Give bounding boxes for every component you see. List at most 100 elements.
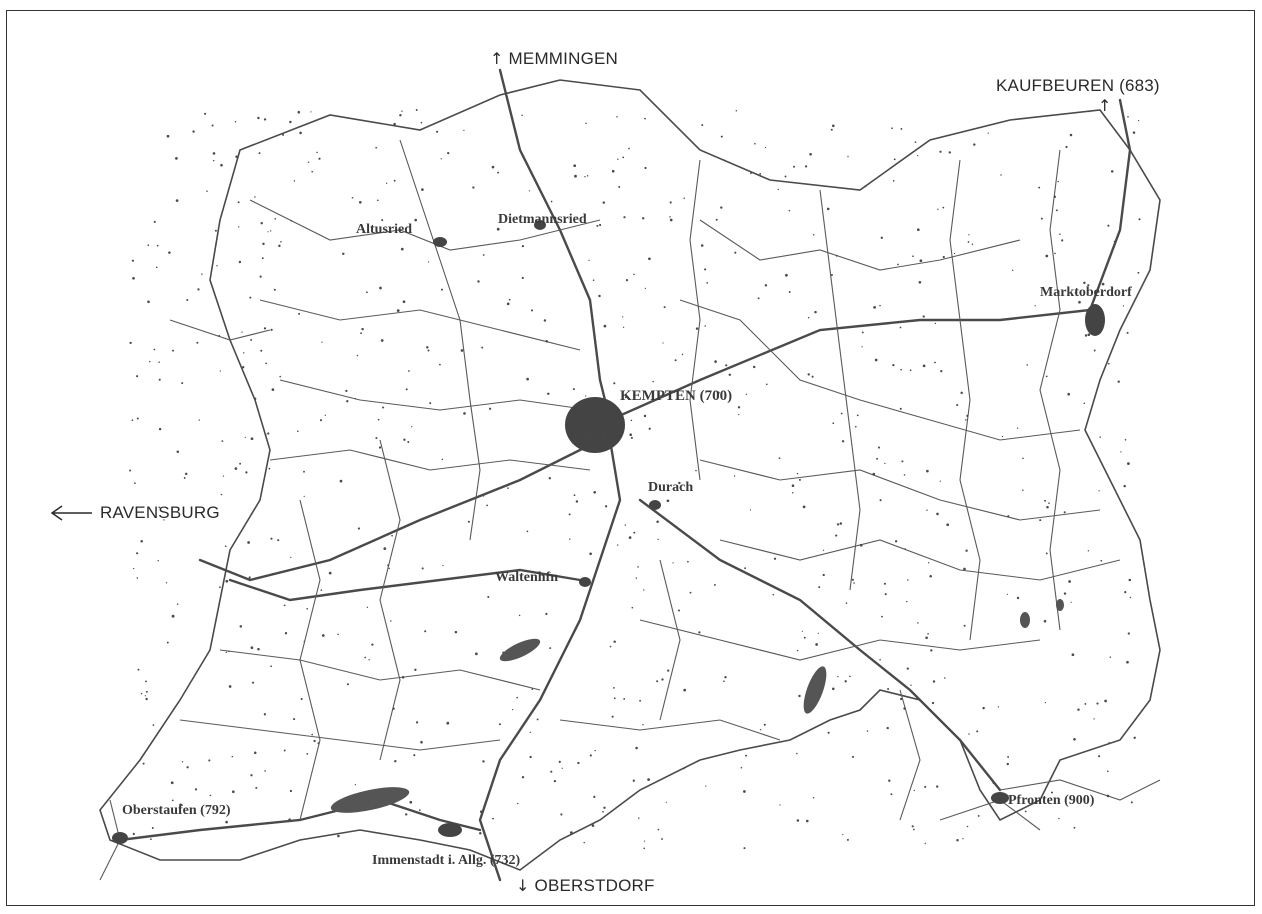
settlement-dot (656, 680, 659, 683)
settlement-dot (785, 273, 788, 277)
settlement-dot (170, 781, 174, 785)
settlement-dot (796, 752, 798, 755)
settlement-dot (735, 109, 738, 112)
settlement-dot (142, 762, 145, 765)
place-oberstaufen: Oberstaufen (792) (122, 803, 231, 818)
settlement-dot (705, 785, 707, 787)
settlement-dot (163, 519, 165, 521)
settlement-dot (589, 552, 592, 556)
settlement-dot (380, 339, 384, 342)
town-oberstaufen (112, 832, 128, 844)
settlement-dot (179, 803, 182, 807)
minor-road (399, 139, 481, 541)
settlement-dot (409, 800, 413, 804)
settlement-dot (682, 767, 685, 770)
settlement-dot (877, 446, 881, 449)
settlement-dot (764, 146, 767, 149)
settlement-dot (258, 152, 261, 155)
settlement-dot (244, 436, 246, 438)
settlement-dot (186, 766, 189, 769)
settlement-dot (765, 383, 768, 386)
settlement-dot (247, 541, 250, 544)
settlement-dot (906, 600, 908, 603)
settlement-dot (303, 640, 305, 643)
minor-road (999, 779, 1161, 801)
settlement-dot (832, 687, 835, 691)
minor-roads (99, 139, 1161, 881)
settlement-dot (777, 188, 779, 191)
settlement-dot (683, 688, 687, 692)
settlement-dot (617, 544, 619, 546)
settlement-dot (757, 297, 760, 300)
settlement-dot (133, 567, 135, 570)
settlement-dot (884, 462, 886, 465)
settlement-dot (779, 804, 781, 806)
settlement-dot (257, 647, 260, 651)
settlement-dot (714, 360, 717, 363)
settlement-dot (320, 589, 323, 591)
settlement-dot (550, 770, 553, 773)
settlement-dot (268, 467, 271, 470)
settlement-dot (698, 631, 701, 634)
settlement-dot (591, 824, 595, 827)
settlement-dot (922, 315, 925, 318)
minor-road (659, 559, 681, 721)
settlement-dot (1034, 305, 1036, 307)
settlement-dot (1063, 592, 1067, 595)
settlement-dot (521, 276, 524, 280)
settlement-dot (1107, 224, 1110, 227)
settlement-dot (418, 809, 421, 811)
settlement-dot (887, 688, 890, 690)
settlement-dot (413, 754, 416, 757)
lake-east (803, 666, 827, 714)
place-dietmannsried: Dietmannsried (498, 212, 587, 227)
settlement-dot (725, 364, 728, 367)
settlement-dot (1044, 499, 1047, 502)
settlement-dot (925, 636, 928, 640)
settlement-dot (245, 471, 248, 474)
settlement-dot (866, 730, 869, 732)
settlement-dot (919, 259, 923, 263)
settlement-dot (801, 630, 804, 632)
settlement-dot (745, 393, 747, 395)
settlement-dot (656, 520, 659, 524)
settlement-dot (219, 586, 221, 588)
settlement-dot (158, 427, 162, 431)
minor-road (899, 689, 921, 821)
settlement-dot (297, 430, 299, 432)
settlement-dot (962, 837, 964, 840)
settlement-dot (772, 593, 775, 596)
settlement-dot (909, 369, 912, 372)
settlement-dot (667, 669, 670, 672)
settlement-dot (588, 259, 590, 262)
settlement-dot (257, 116, 260, 120)
settlement-dot (818, 586, 821, 589)
settlement-dot (1098, 490, 1100, 492)
settlement-dot (992, 781, 995, 784)
settlement-dot (743, 790, 746, 793)
settlement-dot (1039, 519, 1042, 522)
settlement-dot (360, 332, 363, 335)
lake-alpsee (330, 787, 410, 813)
settlement-dot (278, 244, 281, 248)
settlement-dot (926, 469, 929, 473)
settlement-dot (622, 316, 624, 318)
settlement-dot (354, 397, 357, 400)
settlement-dot (713, 583, 716, 586)
settlement-dot (982, 706, 985, 710)
settlement-dot (394, 760, 397, 763)
settlement-dot (271, 573, 274, 575)
settlement-dot (849, 675, 851, 678)
settlement-dot (624, 524, 626, 526)
settlement-dot (844, 680, 847, 683)
settlement-dot (356, 354, 359, 357)
settlement-dot (639, 699, 642, 702)
settlement-dot (1059, 233, 1061, 235)
settlement-dot (723, 159, 726, 162)
settlement-dot (1137, 119, 1140, 122)
settlement-dot (376, 199, 379, 202)
settlement-dot (927, 632, 929, 635)
settlement-dot (225, 651, 228, 654)
lake-small (1056, 599, 1064, 611)
settlement-dot (603, 324, 607, 328)
